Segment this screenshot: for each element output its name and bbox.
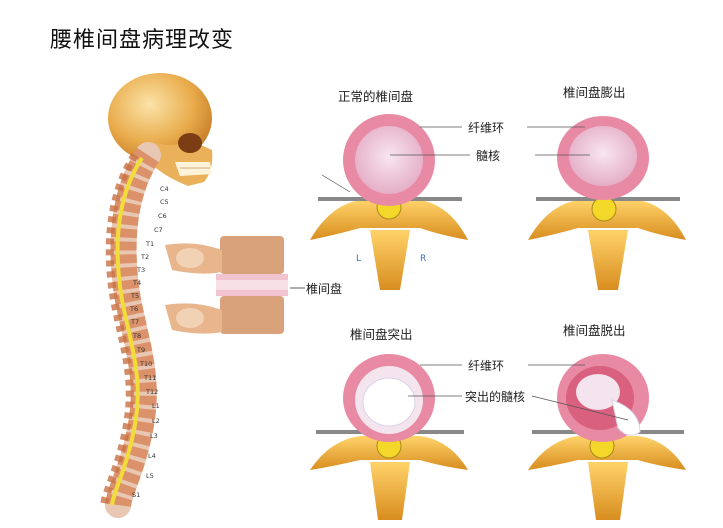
label-annulus-bottom: 纤维环 [468,359,505,373]
vertebra-label: S1 [132,491,141,499]
panel-title-protrusion: 椎间盘突出 [350,327,413,342]
label-annulus-top: 纤维环 [468,121,505,135]
vertebra-label: T11 [144,374,157,382]
vertebra-label: T9 [137,346,146,354]
vertebra-label: L2 [152,417,160,425]
side-left-label: L [356,254,362,264]
skull [108,73,213,186]
vertebra-label: C4 [160,185,169,193]
lumbar-closeup [165,236,305,334]
vertebra-label: T2 [141,253,150,261]
vertebra-label: T8 [133,332,142,340]
vertebra-label: C5 [160,198,169,206]
label-protruded-nucleus: 突出的髓核 [465,390,526,404]
vertebra-label: T4 [133,279,142,287]
vertebra-label: L3 [150,432,158,440]
vertebra-label: T5 [131,292,140,300]
vertebra-label: T6 [130,305,139,313]
vertebra-label: T3 [137,266,146,274]
panel-title-normal: 正常的椎间盘 [338,89,414,104]
vertebra-label: T1 [146,240,155,248]
panel-title-bulge: 椎间盘膨出 [563,85,626,100]
vertebra-label: C6 [158,212,167,220]
vertebra-label: L4 [148,452,156,460]
bulging-disc-diagram [527,116,686,290]
extruded-disc-diagram [528,354,686,520]
panel-title-extrusion: 椎间盘脱出 [563,323,626,338]
vertebra-label: T12 [146,388,159,396]
protruding-disc-diagram [310,354,468,520]
label-disc: 椎间盘 [306,282,343,296]
vertebra-label: T7 [131,318,140,326]
vertebra-label: L1 [152,402,160,410]
label-nucleus: 髓核 [476,149,501,163]
vertebra-label: C7 [154,226,163,234]
normal-disc-diagram [310,114,470,290]
vertebra-label: T10 [140,360,153,368]
page-title: 腰椎间盘病理改变 [50,28,235,53]
vertebra-label: L5 [146,472,154,480]
side-right-label: R [420,254,427,264]
